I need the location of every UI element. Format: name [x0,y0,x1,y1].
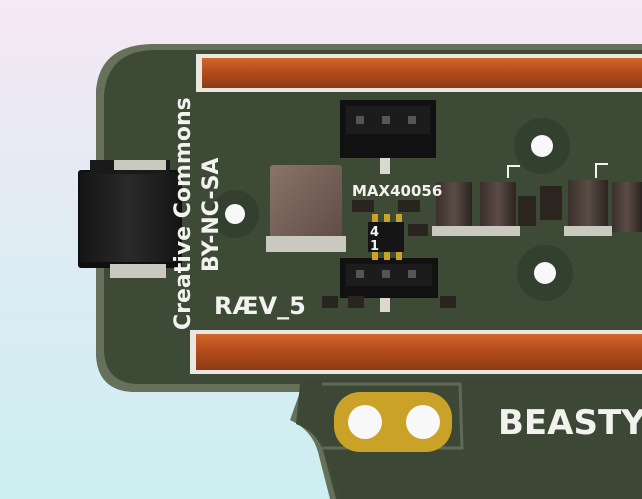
smd-resistor-icon [518,186,562,226]
connector-header-icon [340,100,436,174]
smd-capacitor-icon [476,182,520,236]
silk-bracket [507,163,608,178]
ic-chip-icon [368,214,404,260]
mounting-hole-icon [211,190,259,238]
smd-capacitor-icon [564,180,612,236]
solder-pad-icon [334,392,452,452]
revision-label: RÆV_5 [214,292,306,320]
pin-mark-4: 4 [370,225,379,240]
connector-header-icon [340,258,438,312]
mounting-hole-icon [514,118,570,174]
ic-label: MAX40056 [352,182,442,200]
board-name: BEASTY [498,403,642,443]
copper-strip-top [196,54,642,92]
smd-resistor-icon [322,200,456,308]
copper-strip-bottom [190,330,642,374]
smd-diode [78,160,182,278]
pin-mark-1: 1 [370,239,379,254]
license-line2: BY-NC-SA [199,158,224,272]
smd-capacitor-icon [612,182,642,232]
mounting-hole-icon [517,245,573,301]
license-line1: Creative Commons [171,97,196,330]
smd-capacitor-icon [266,165,346,252]
smd-capacitor-icon [432,182,476,236]
